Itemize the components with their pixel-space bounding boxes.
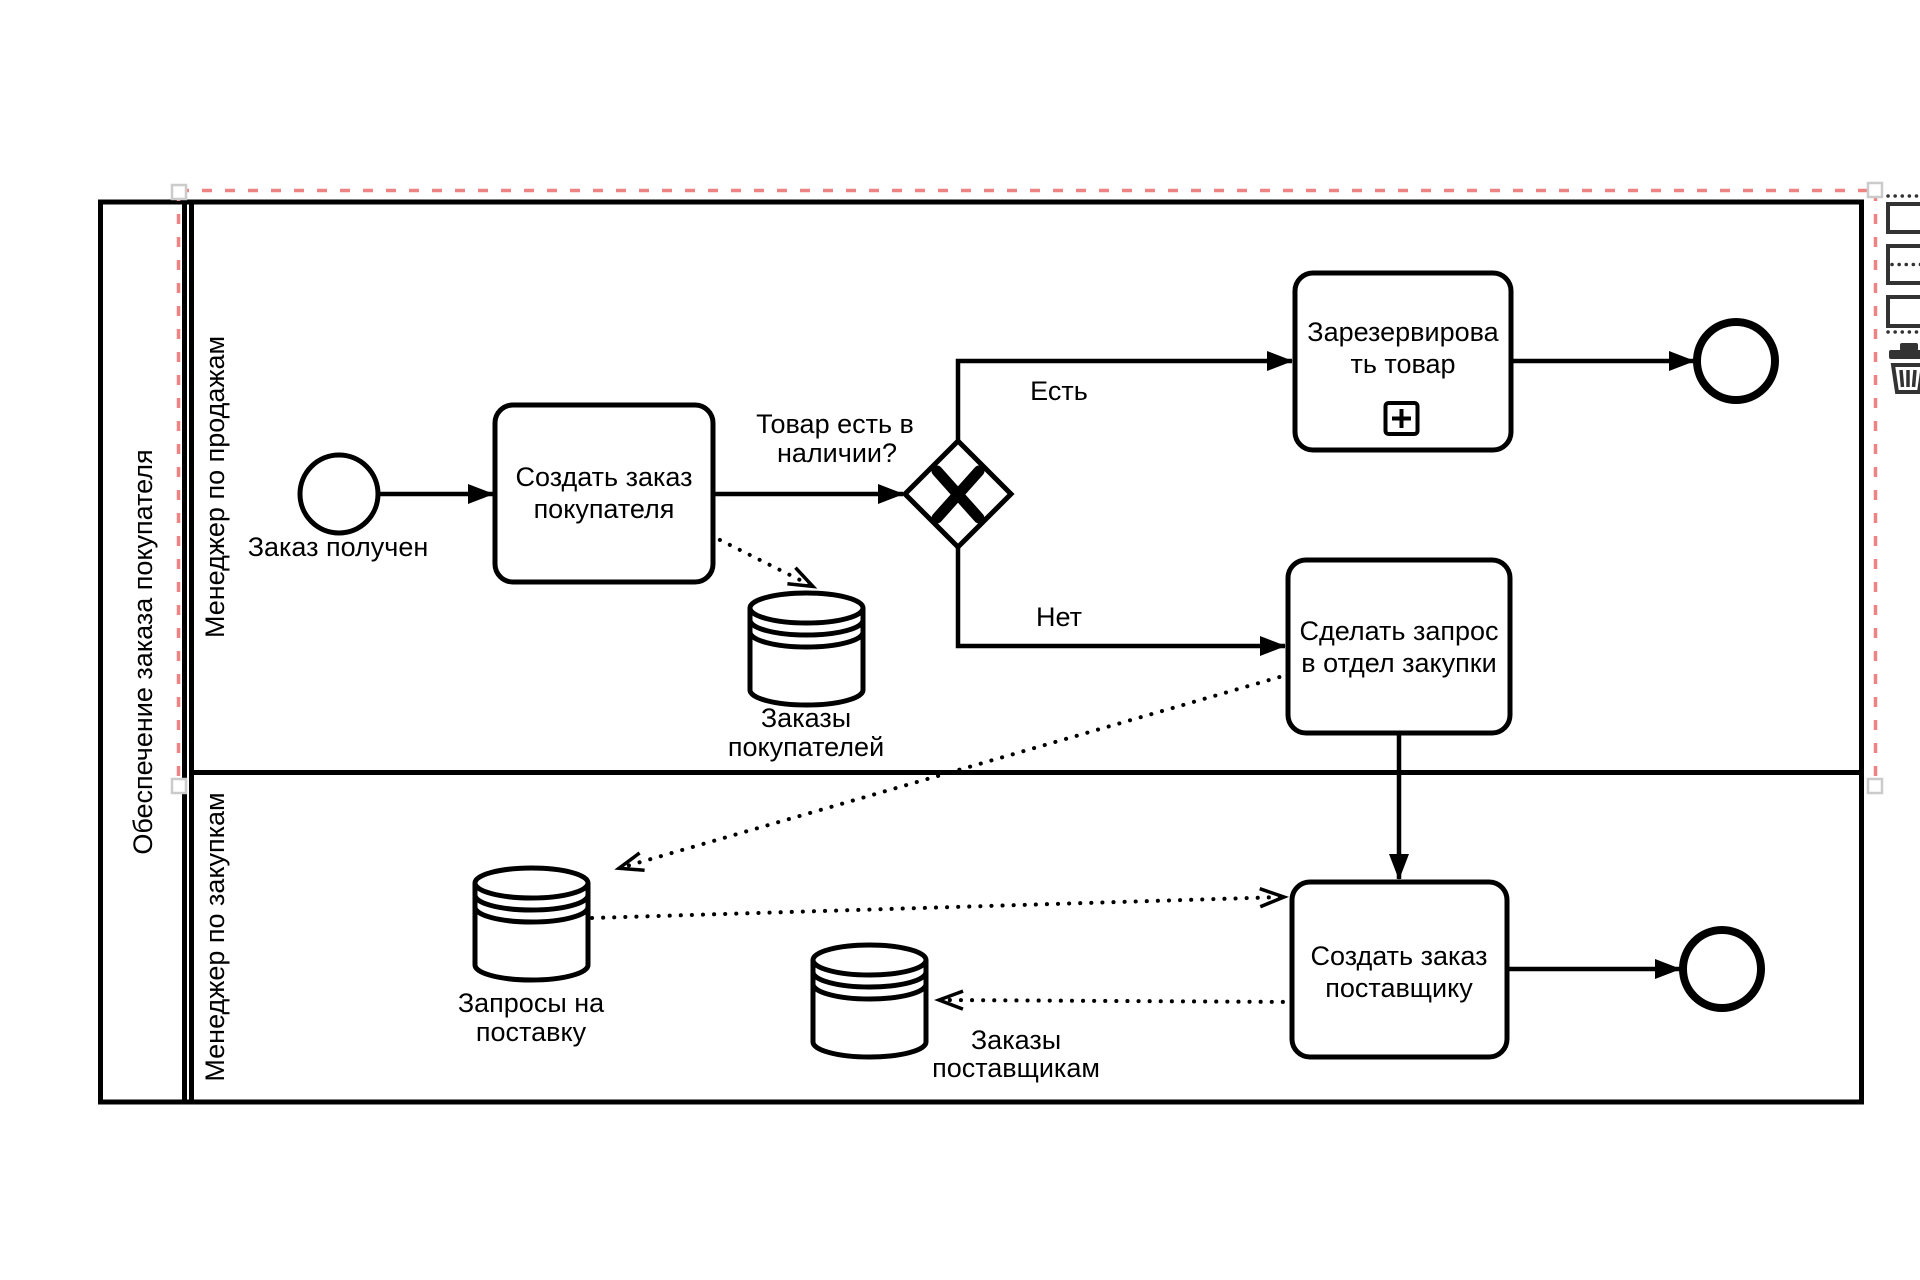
datastore-ring (810, 971, 929, 990)
flow-gateway-no-to-request[interactable] (955, 547, 1286, 656)
resize-handle-bottom-left[interactable] (170, 777, 188, 795)
gateway-question-line2[interactable]: наличии? (777, 438, 897, 468)
datastore-supply-requests-top[interactable] (472, 865, 591, 901)
resize-handle-bottom-right[interactable] (1866, 777, 1884, 795)
subprocess-reserve-goods-line2: ть товар (1350, 349, 1455, 379)
start-event: Заказ получен (248, 452, 429, 562)
start-event-label[interactable]: Заказ получен (248, 532, 429, 562)
subprocess-reserve-goods[interactable]: Зарезервирова ть товар (1292, 270, 1514, 453)
datastore-customer-orders-top[interactable] (747, 590, 866, 626)
datastore-ring (747, 619, 866, 638)
gateway-x-icon (931, 465, 985, 524)
datastore-supply-requests: Запросы на поставку (458, 865, 605, 1047)
datastore-supplier-orders: Заказы поставщикам (810, 942, 1100, 1083)
add-lane-below-icon[interactable] (1886, 295, 1920, 334)
lane-label-sales-manager[interactable]: Менеджер по продажам (200, 336, 230, 638)
task-request-purchasing[interactable]: Сделать запрос в отдел закупки (1285, 557, 1513, 736)
context-pad (1886, 194, 1920, 394)
datastore-ring (472, 906, 591, 925)
task-request-purchasing-line1: Сделать запрос (1299, 616, 1498, 646)
assoc-supplier-order-to-supplier-orders[interactable] (934, 989, 1296, 1011)
datastore-supplier-orders-label1[interactable]: Заказы (971, 1025, 1061, 1055)
datastore-customer-orders-label2[interactable]: покупателей (728, 732, 884, 762)
end-event-bottom[interactable] (1679, 926, 1765, 1012)
start-event-circle[interactable] (297, 452, 381, 536)
pool-label[interactable]: Обеспечение заказа покупателя (128, 449, 158, 854)
datastore-supplier-orders-label2[interactable]: поставщикам (932, 1053, 1100, 1083)
lane-label-purchasing-manager[interactable]: Менеджер по закупкам (200, 792, 230, 1081)
task-create-customer-order-line2: покупателя (534, 494, 675, 524)
datastore-ring (747, 631, 866, 650)
subprocess-reserve-goods-line1: Зарезервирова (1307, 317, 1499, 347)
resize-handle-top-right[interactable] (1866, 181, 1884, 199)
flow-label-no[interactable]: Нет (1036, 602, 1082, 632)
exclusive-gateway-stock: Товар есть в наличии? Есть Нет (756, 376, 1088, 632)
task-create-supplier-order[interactable]: Создать заказ поставщику (1289, 879, 1510, 1060)
datastore-supply-requests-label2[interactable]: поставку (476, 1017, 587, 1047)
assoc-supply-requests-to-supplier-order[interactable] (590, 887, 1289, 920)
datastore-supplier-orders-top[interactable] (810, 942, 929, 978)
task-create-supplier-order-line2: поставщику (1325, 973, 1473, 1003)
datastore-ring (810, 983, 929, 1002)
datastore-supply-requests-label1[interactable]: Запросы на (458, 988, 605, 1018)
task-create-customer-order-box[interactable] (492, 402, 716, 585)
divide-lane-icon[interactable] (1886, 244, 1920, 285)
gateway-question-line1[interactable]: Товар есть в (756, 409, 914, 439)
datastore-ring (472, 894, 591, 913)
end-event-top[interactable] (1693, 318, 1779, 404)
task-create-supplier-order-line1: Создать заказ (1310, 941, 1487, 971)
task-create-customer-order[interactable]: Создать заказ покупателя (492, 402, 716, 585)
flow-gateway-yes-to-reserve[interactable] (955, 351, 1293, 441)
datastore-customer-orders-label1[interactable]: Заказы (761, 703, 851, 733)
trash-icon[interactable] (1889, 343, 1920, 394)
sequence-flows (380, 351, 1695, 979)
task-request-purchasing-box[interactable] (1285, 557, 1513, 736)
task-create-supplier-order-box[interactable] (1289, 879, 1510, 1060)
pool-customer-order-provision: Обеспечение заказа покупателя Менеджер п… (98, 199, 1864, 1105)
lane-selection-overlay (170, 181, 1884, 795)
data-associations (590, 528, 1296, 1011)
assoc-create-order-to-customer-orders[interactable] (698, 528, 818, 589)
subprocess-plus-icon[interactable] (1383, 401, 1420, 436)
resize-handle-top-left[interactable] (170, 183, 188, 201)
flow-label-yes[interactable]: Есть (1030, 376, 1088, 406)
task-request-purchasing-line2: в отдел закупки (1301, 648, 1496, 678)
add-lane-above-icon[interactable] (1886, 194, 1920, 234)
subprocess-reserve-goods-box[interactable] (1292, 270, 1514, 453)
pool-border[interactable] (98, 199, 1864, 1105)
datastore-customer-orders: Заказы покупателей (728, 590, 884, 762)
task-create-customer-order-line1: Создать заказ (515, 462, 692, 492)
